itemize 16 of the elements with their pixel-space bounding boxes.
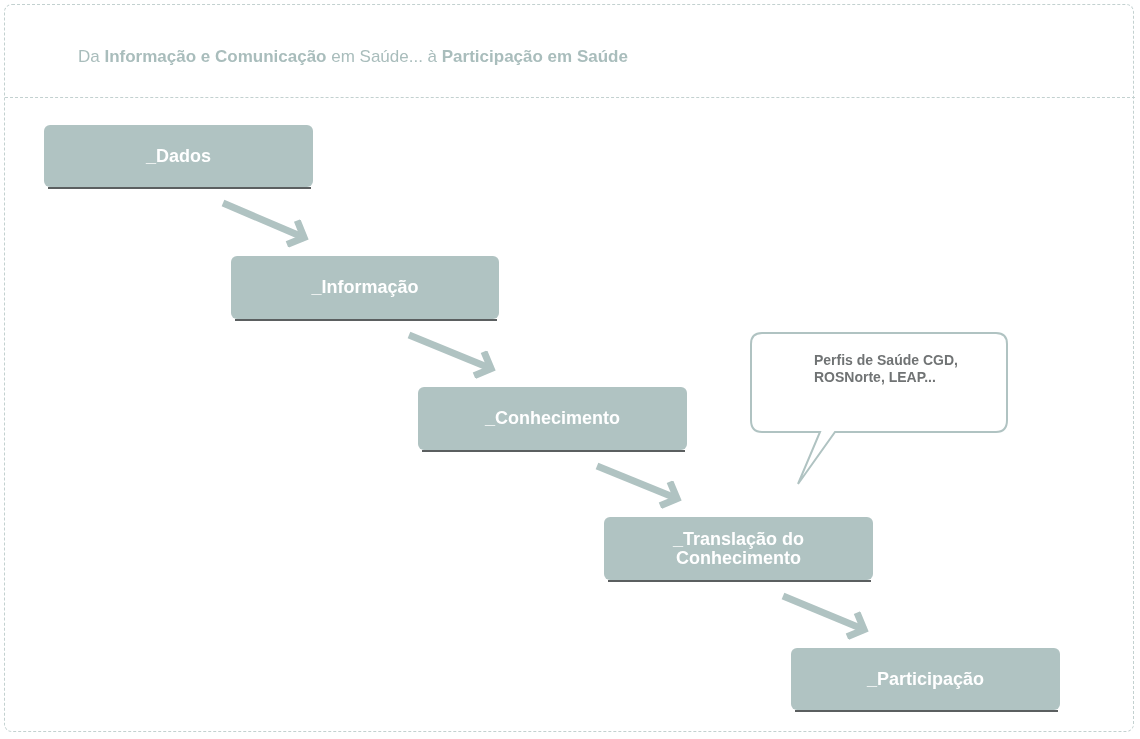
process-box xyxy=(791,648,1060,710)
box-label: _Informação xyxy=(310,278,420,297)
process-box xyxy=(231,256,499,319)
box-label: _Dados xyxy=(145,146,212,166)
arrow xyxy=(407,331,495,380)
box-label: _Participação xyxy=(865,669,986,689)
arrow xyxy=(221,199,308,248)
process-box xyxy=(44,125,313,187)
box-label: _Conhecimento xyxy=(484,409,621,428)
callout-text: Perfis de Saúde CGD, ROSNorte, LEAP... xyxy=(814,352,959,386)
process-box xyxy=(604,517,873,580)
box-label: _Translação do Conhecimento xyxy=(671,529,806,568)
arrow xyxy=(595,462,681,510)
process-box xyxy=(418,387,687,450)
title: Da Informação e Comunicação em Saúde... à Participação em Saúde xyxy=(78,47,628,67)
arrow xyxy=(781,592,868,641)
